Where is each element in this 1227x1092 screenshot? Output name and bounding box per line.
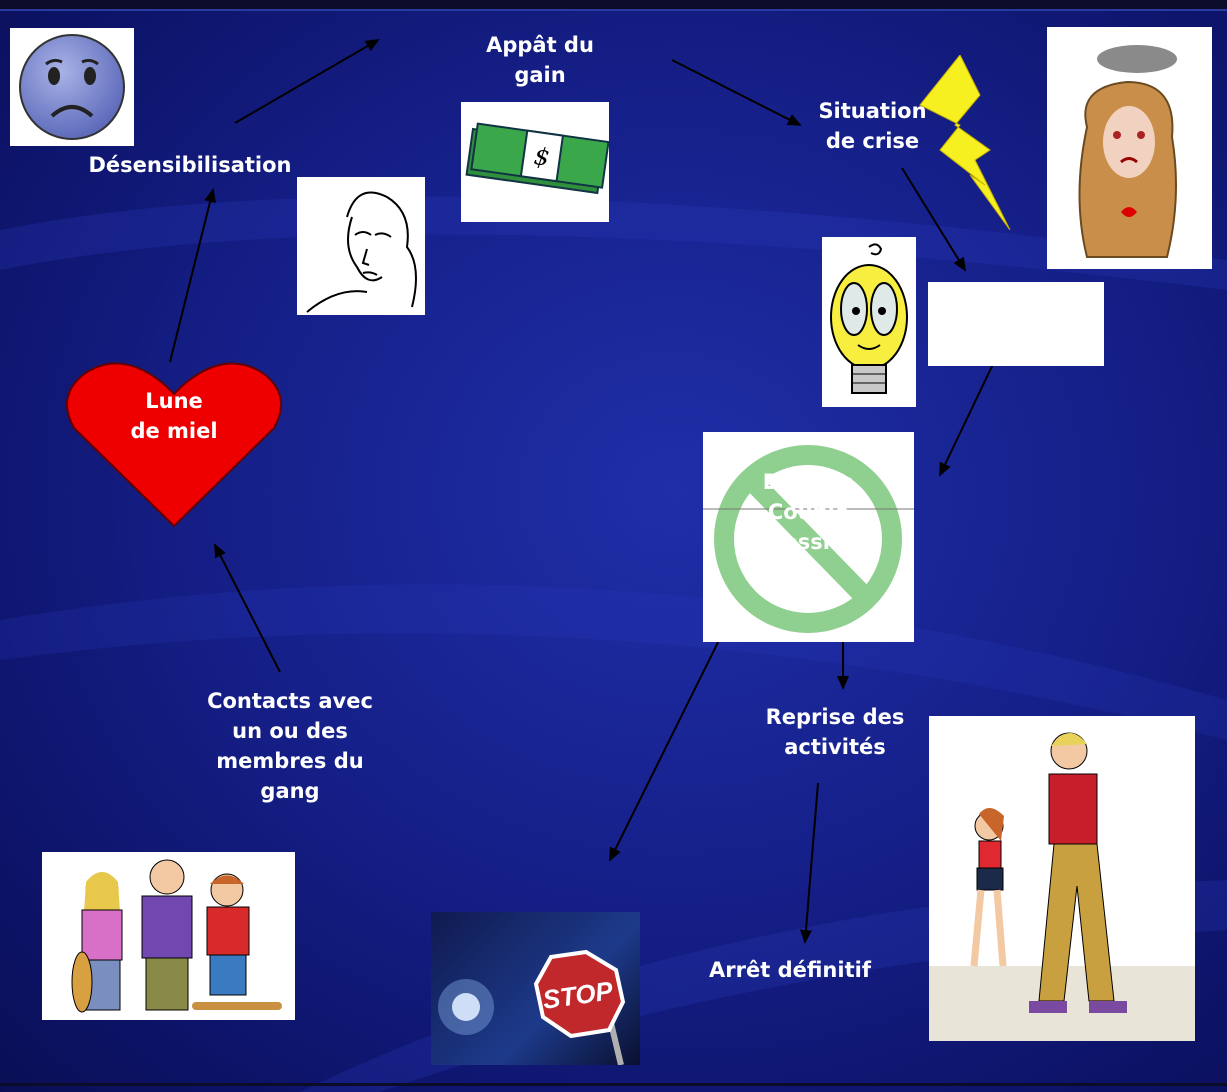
blank-box (928, 282, 1104, 366)
label-lune-de-miel: Lune de miel (130, 389, 218, 443)
bottom-bar (0, 1083, 1227, 1086)
arrow-contacts-to-lune (214, 543, 281, 673)
couple-image (929, 716, 1195, 1041)
no-symbol-image: Dispute Couple Agressivité (703, 432, 914, 642)
gang-group-image (42, 852, 295, 1020)
arrow-lune-to-desens (169, 188, 216, 363)
arrow-situation-to-idea (901, 167, 967, 272)
stop-image: STOP (431, 912, 640, 1065)
sad-face-image (10, 28, 134, 146)
arrow-appat-to-situation (671, 59, 802, 126)
label-contacts-gang: Contacts avec un ou des membres du gang (207, 689, 373, 803)
top-bar (0, 0, 1227, 11)
gang-group-icon (71, 859, 282, 1013)
heart-icon (66, 362, 282, 528)
arrow-reprise-to-arret (799, 782, 819, 944)
label-appat-du-gain: Appât du gain (486, 33, 594, 87)
label-dispute: Dispute Couple Agressivité (741, 470, 876, 554)
arrow-dispute-to-stop (609, 611, 734, 862)
arrow-idea-to-dispute (939, 359, 996, 477)
label-arret-definitif: Arrêt définitif (709, 958, 871, 982)
no-symbol-icon (703, 445, 914, 633)
money-stack-icon: $ (465, 122, 609, 195)
money-symbol: $ (532, 142, 551, 172)
stop-sign-icon: STOP (438, 949, 626, 1065)
label-situation-de-crise: Situation de crise (818, 99, 927, 153)
label-desensibilisation: Désensibilisation (88, 153, 292, 177)
sad-face-icon (19, 34, 125, 140)
face-sketch-icon (306, 191, 417, 313)
money-image: $ (461, 102, 609, 222)
face-sketch-image (297, 177, 425, 315)
crying-woman-icon (1078, 45, 1177, 258)
arrow-desens-to-appat (234, 38, 380, 124)
couple-icon (929, 732, 1195, 1041)
label-reprise-des-activites: Reprise des activités (765, 705, 905, 759)
lightbulb-icon (830, 243, 908, 394)
lightning-icon (919, 55, 1011, 231)
lightbulb-image (822, 237, 916, 407)
crying-woman-image (1047, 27, 1212, 269)
